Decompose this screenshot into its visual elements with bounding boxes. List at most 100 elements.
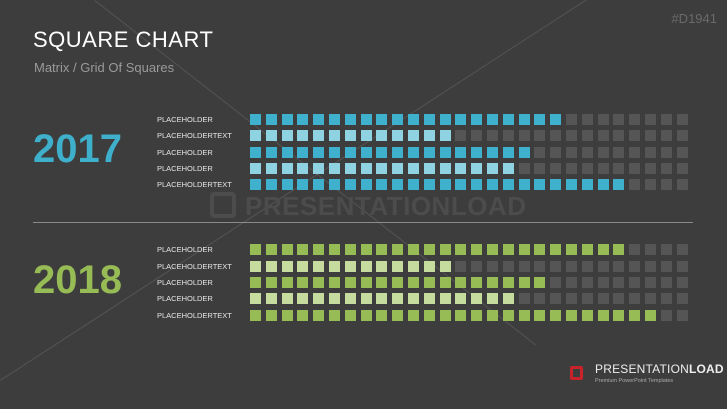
filled-square [439,293,451,304]
empty-square [676,163,688,174]
filled-square [408,130,419,141]
filled-square [566,310,577,321]
empty-square [534,163,546,174]
filled-square [487,147,498,158]
filled-square [502,163,514,174]
empty-square [629,114,641,125]
filled-square [329,130,340,141]
filled-square [281,310,293,321]
filled-square [376,114,388,125]
filled-square [265,261,277,272]
filled-square [487,114,498,125]
filled-square [297,179,309,190]
empty-square [645,277,656,288]
filled-square [629,310,641,321]
filled-square [297,147,309,158]
empty-square [534,293,546,304]
filled-square [360,261,372,272]
filled-square [518,179,530,190]
filled-square [344,114,356,125]
filled-square [581,310,593,321]
empty-square [660,261,672,272]
empty-square [518,163,530,174]
filled-square [487,277,498,288]
filled-square [376,130,388,141]
filled-square [534,244,546,255]
filled-square [613,179,625,190]
filled-square [281,114,293,125]
empty-square [566,163,577,174]
filled-square [297,277,309,288]
empty-square [676,293,688,304]
row-label: PLACEHOLDERTEXT [157,131,232,140]
empty-square [471,130,483,141]
filled-square [265,163,277,174]
empty-square [597,163,609,174]
year-2017: 2017 [33,127,122,171]
filled-square [423,114,435,125]
filled-square [313,179,325,190]
filled-square [313,261,325,272]
filled-square [313,277,325,288]
filled-square [550,310,562,321]
filled-square [455,310,467,321]
empty-square [471,261,483,272]
filled-square [329,179,340,190]
filled-square [360,310,372,321]
filled-square [360,114,372,125]
row-label: PLACEHOLDERTEXT [157,262,232,271]
year-2018: 2018 [33,258,122,302]
filled-square [423,147,435,158]
filled-square [281,261,293,272]
empty-square [629,277,641,288]
filled-square [297,293,309,304]
empty-square [676,179,688,190]
filled-square [471,179,483,190]
filled-square [392,244,404,255]
filled-square [455,244,467,255]
filled-square [360,277,372,288]
filled-square [329,114,340,125]
filled-square [281,130,293,141]
row-label: PLACEHOLDERTEXT [157,180,232,189]
empty-square [597,114,609,125]
filled-square [250,147,261,158]
empty-square [676,244,688,255]
filled-square [502,293,514,304]
empty-square [597,293,609,304]
filled-square [597,179,609,190]
empty-square [660,244,672,255]
filled-square [423,293,435,304]
filled-square [297,310,309,321]
filled-square [344,163,356,174]
empty-square [455,130,467,141]
filled-square [439,179,451,190]
empty-square [629,147,641,158]
filled-square [581,244,593,255]
filled-square [313,293,325,304]
filled-square [534,179,546,190]
filled-square [376,261,388,272]
empty-square [487,130,498,141]
empty-square [487,261,498,272]
empty-square [613,114,625,125]
empty-square [645,293,656,304]
empty-square [534,261,546,272]
empty-square [566,130,577,141]
filled-square [471,310,483,321]
filled-square [423,244,435,255]
filled-square [423,277,435,288]
empty-square [645,261,656,272]
slide-code: #D1941 [671,11,717,26]
row-label: PLACEHOLDER [157,278,213,287]
empty-square [581,114,593,125]
filled-square [613,310,625,321]
filled-square [281,293,293,304]
filled-square [265,244,277,255]
empty-square [597,130,609,141]
empty-square [613,130,625,141]
filled-square [392,179,404,190]
filled-square [645,310,656,321]
divider [33,222,693,223]
filled-square [502,310,514,321]
